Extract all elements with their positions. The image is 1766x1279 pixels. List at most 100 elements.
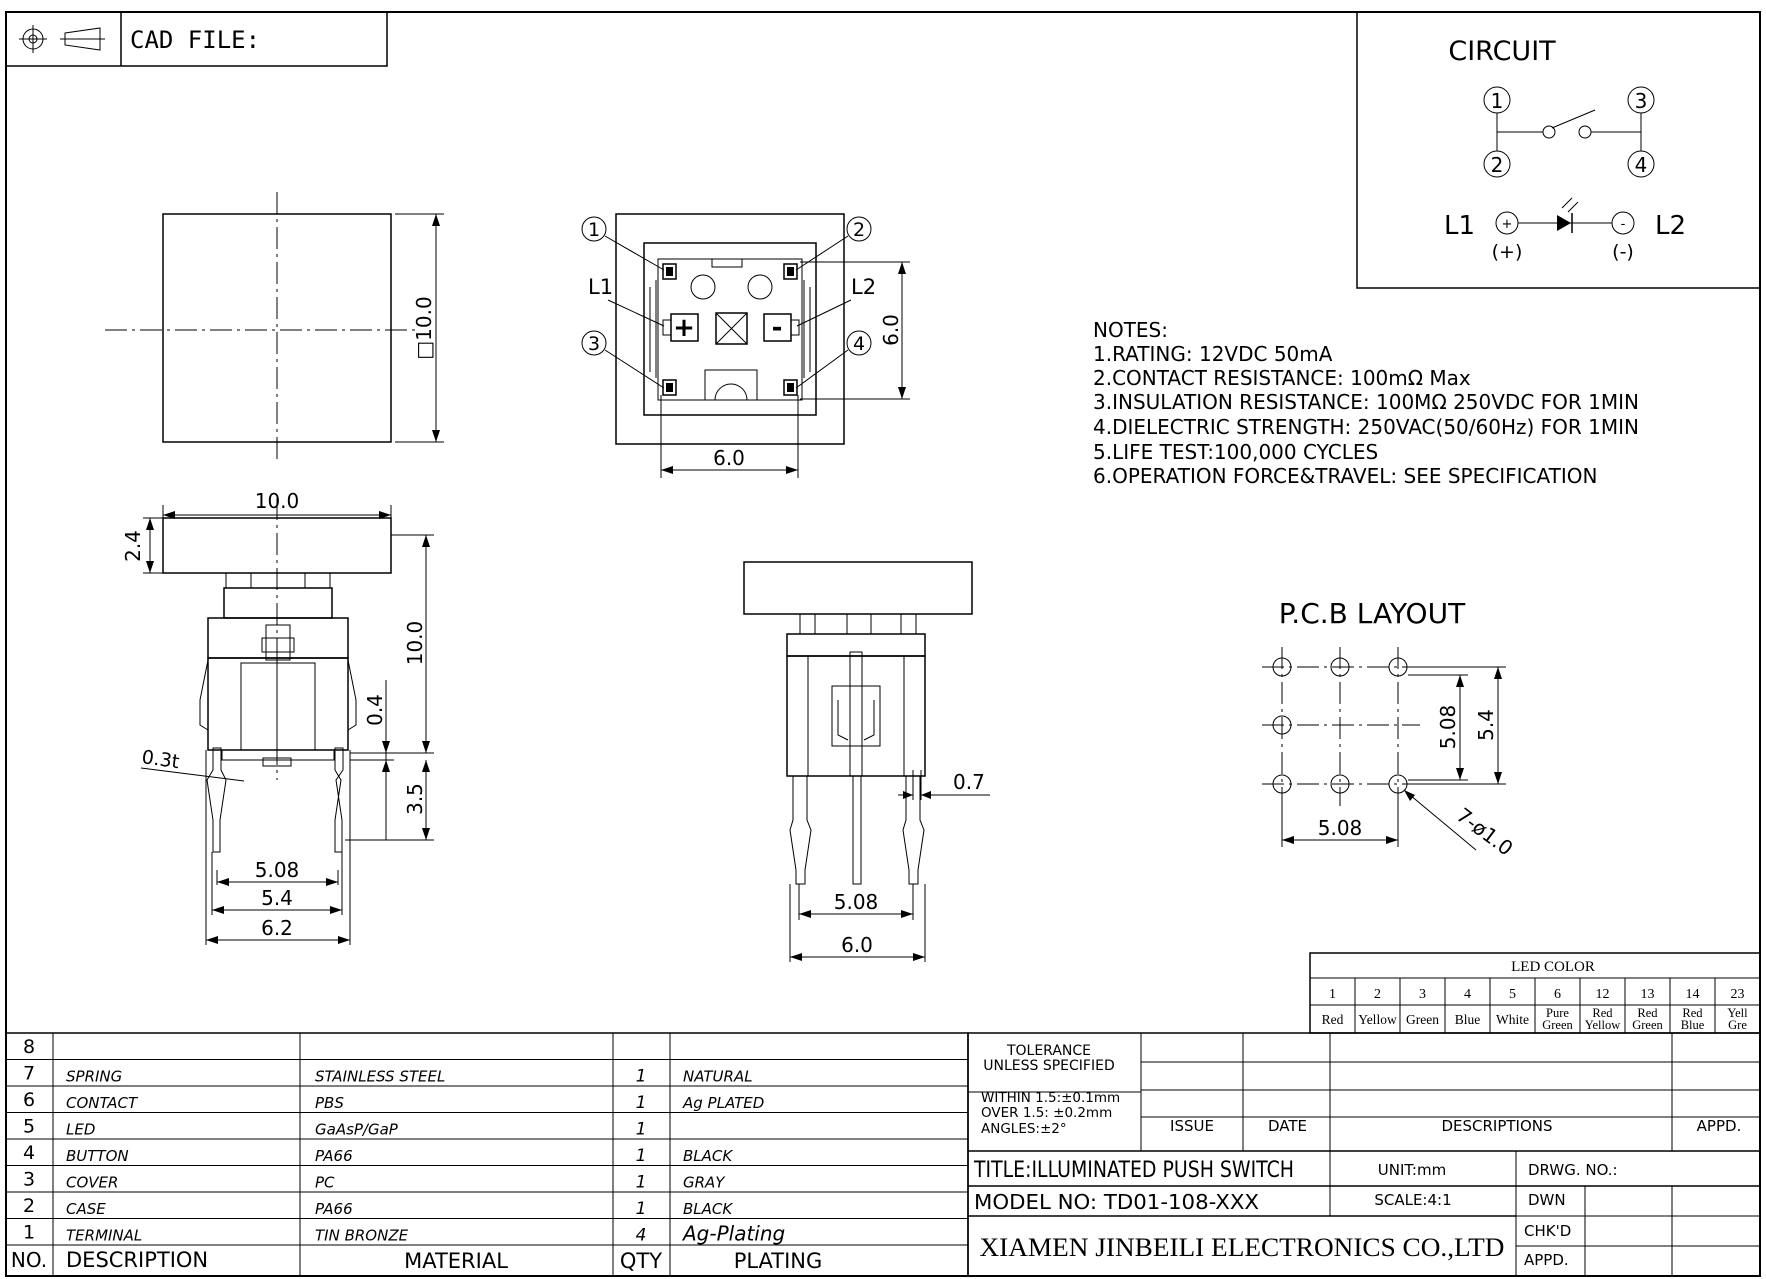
front-view-dim-b: 6.0 [841, 933, 873, 957]
side-view-dim-pin: 3.5 [403, 783, 427, 815]
bom-no: 4 [23, 1142, 35, 1164]
tolerance-over: OVER 1.5: ±0.2mm [981, 1105, 1112, 1121]
front-view-dim-pin: 0.7 [953, 770, 985, 794]
pcb-dim-54: 5.4 [1474, 709, 1498, 741]
bom-header-material: MATERIAL [404, 1249, 508, 1273]
circuit-title: CIRCUIT [1448, 36, 1556, 67]
led-code-1: 1 [1329, 987, 1336, 1002]
note-6: 6.OPERATION FORCE&TRAVEL: SEE SPECIFICAT… [1093, 464, 1597, 488]
bom-qty: 4 [636, 1226, 647, 1246]
led-color-14: Red [1682, 1006, 1703, 1020]
bom-material: PA66 [315, 1200, 353, 1218]
notes: NOTES: 1.RATING: 12VDC 50mA 2.CONTACT RE… [1093, 318, 1639, 488]
date-header: DATE [1268, 1117, 1307, 1135]
bom-plating: Ag PLATED [682, 1094, 764, 1112]
side-view-dim-travel: 0.4 [363, 694, 387, 726]
bom-plating: NATURAL [683, 1068, 753, 1086]
bom-description: TERMINAL [66, 1227, 142, 1245]
bom-header-qty: QTY [620, 1249, 662, 1273]
bom-material: PA66 [315, 1147, 353, 1165]
led-code-6: 6 [1554, 987, 1561, 1002]
bottom-view-pin-2: 2 [853, 219, 865, 241]
led-code-23: 23 [1731, 987, 1745, 1002]
bom-plating: BLACK [683, 1147, 733, 1165]
bottom-view-dim-width: 6.0 [713, 446, 745, 470]
front-view: 0.7 5.08 6.0 [743, 561, 990, 962]
pcb-dim-508-v: 5.08 [1436, 705, 1460, 750]
top-view: □10.0 [105, 192, 444, 462]
bottom-view-minus: - [772, 313, 783, 343]
circuit-l1-label: L1 [1444, 211, 1475, 241]
led-code-13: 13 [1641, 987, 1655, 1002]
led-code-12: 12 [1596, 987, 1610, 1002]
bottom-view-pin-3: 3 [588, 333, 600, 355]
circuit-pin-3: 3 [1635, 89, 1648, 113]
note-1: 1.RATING: 12VDC 50mA [1093, 342, 1333, 366]
bottom-view-l1: L1 [588, 275, 613, 299]
front-view-dim-a: 5.08 [834, 890, 879, 914]
bottom-view-plus: + [673, 313, 695, 343]
bom-no: 5 [23, 1116, 35, 1138]
bom-no: 2 [23, 1195, 35, 1217]
pcb-dim-508-h: 5.08 [1318, 816, 1363, 840]
circuit-pin-2: 2 [1491, 153, 1504, 177]
led-color-4: Blue [1455, 1012, 1481, 1027]
bom-qty: 1 [636, 1146, 647, 1166]
note-4: 4.DIELECTRIC STRENGTH: 250VAC(50/60Hz) F… [1093, 415, 1639, 439]
bom-plating: BLACK [683, 1200, 733, 1218]
bom-description: SPRING [66, 1068, 122, 1086]
pcb-title: P.C.B LAYOUT [1279, 597, 1466, 630]
bom-no: 6 [23, 1089, 35, 1111]
svg-text:+: + [1502, 217, 1513, 232]
bom-no: 7 [23, 1063, 35, 1085]
title-block: TOLERANCE UNLESS SPECIFIED WITHIN 1.5:±0… [967, 1032, 1761, 1277]
company-name: XIAMEN JINBEILI ELECTRONICS CO.,LTD [980, 1233, 1505, 1262]
notes-title: NOTES: [1093, 318, 1168, 342]
bom-qty: 1 [636, 1067, 647, 1087]
bom-material: PC [315, 1174, 335, 1192]
top-view-dim: □10.0 [412, 296, 436, 359]
circuit-minus-label: (-) [1612, 241, 1634, 263]
tolerance-line-2: UNLESS SPECIFIED [983, 1058, 1114, 1074]
bom-qty: 1 [636, 1093, 647, 1113]
led-color-12: Red [1592, 1006, 1613, 1020]
note-2: 2.CONTACT RESISTANCE: 100mΩ Max [1093, 366, 1471, 390]
led-code-14: 14 [1686, 987, 1700, 1002]
led-color-14: Blue [1681, 1018, 1705, 1032]
bom-no: 3 [23, 1169, 35, 1191]
side-view-dim-width: 10.0 [255, 489, 300, 513]
dwn-label: DWN [1528, 1191, 1566, 1209]
side-view-dim-a: 5.08 [255, 858, 300, 882]
led-code-4: 4 [1464, 987, 1471, 1002]
circuit-diagram: CIRCUIT 1 2 3 4 L1 L2 + - [1356, 11, 1761, 289]
bom-plating: Ag-Plating [681, 1222, 785, 1246]
header-block: CAD FILE: [5, 11, 388, 67]
led-color-23: Yell [1727, 1006, 1748, 1020]
led-color-23: Gre [1728, 1018, 1747, 1032]
issue-header: ISSUE [1170, 1117, 1214, 1135]
bom-description: COVER [66, 1174, 118, 1192]
tolerance-within: WITHIN 1.5:±0.1mm [981, 1090, 1120, 1106]
led-color-13: Red [1637, 1006, 1658, 1020]
bom-material: STAINLESS STEEL [315, 1068, 445, 1086]
projection-symbol-icon [19, 25, 105, 53]
bom-description: CONTACT [66, 1094, 139, 1112]
side-view-dim-c: 6.2 [261, 916, 293, 940]
bom-plating: GRAY [683, 1174, 726, 1192]
led-color-table: 1Red2Yellow3Green4Blue5White6PureGreen12… [1309, 952, 1761, 1034]
appd-label: APPD. [1524, 1251, 1569, 1269]
bom-header-description: DESCRIPTION [66, 1248, 208, 1272]
bottom-view-pin-4: 4 [853, 333, 865, 355]
led-color-6: Green [1542, 1018, 1573, 1032]
side-view-dim-height: 10.0 [403, 621, 427, 666]
bom-qty: 1 [636, 1199, 647, 1219]
led-color-1: Red [1322, 1012, 1344, 1027]
note-5: 5.LIFE TEST:100,000 CYCLES [1093, 440, 1378, 464]
led-code-2: 2 [1374, 987, 1381, 1002]
led-symbol-icon: + - [1495, 197, 1635, 235]
led-code-5: 5 [1509, 987, 1516, 1002]
led-color-2: Yellow [1358, 1012, 1397, 1027]
led-code-3: 3 [1419, 987, 1426, 1002]
